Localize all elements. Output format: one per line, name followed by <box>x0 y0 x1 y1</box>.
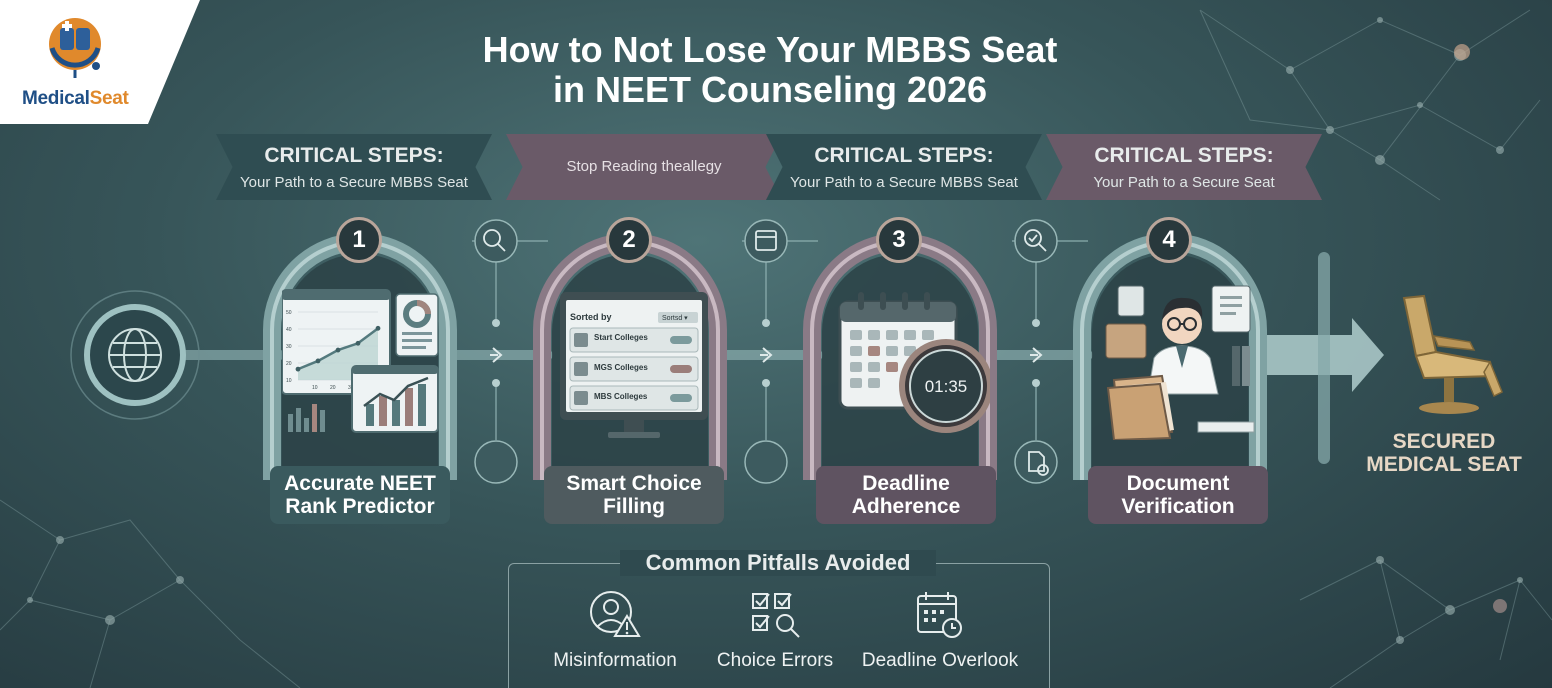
chart-y-tick: 10 <box>286 378 292 384</box>
step-number-3: 3 <box>876 217 922 263</box>
label-line: Verification <box>1121 495 1235 518</box>
banner-step-1: CRITICAL STEPS: Your Path to a Secure MB… <box>216 134 492 200</box>
sort-label: Sorted by <box>570 312 612 322</box>
calendar-clock-icon: 01:35 <box>838 292 990 433</box>
pitfall-label: Deadline Overlook <box>861 650 1019 671</box>
chart-dashboard-icon: 504030201010203040 <box>282 289 439 433</box>
step-number-1: 1 <box>336 217 382 263</box>
college-row-label: Start Colleges <box>594 333 648 342</box>
pitfalls-title: Common Pitfalls Avoided <box>620 550 936 576</box>
chart-y-tick: 50 <box>286 310 292 316</box>
monitor-list-icon: Sorted by Sortsd ▾ Start Colleges MGS Co… <box>560 292 708 438</box>
chart-x-tick: 10 <box>312 385 318 391</box>
banner-subtitle: Stop Reading theallegy <box>566 158 722 175</box>
label-line: Filling <box>603 495 665 518</box>
chart-y-tick: 40 <box>286 327 292 333</box>
college-row-label: MGS Colleges <box>594 363 648 372</box>
pitfall-misinformation: Misinformation <box>535 590 695 672</box>
chart-y-tick: 30 <box>286 344 292 350</box>
chart-point <box>295 366 301 372</box>
secured-seat-label: SECURED MEDICAL SEAT <box>1364 430 1524 476</box>
step-number-2: 2 <box>606 217 652 263</box>
title-line-1: How to Not Lose Your MBBS Seat <box>482 29 1058 70</box>
secured-line: SECURED <box>1392 430 1496 453</box>
chart-y-tick: 20 <box>286 361 292 367</box>
banner-subtitle: Your Path to a Secure MBBS Seat <box>790 174 1018 191</box>
banner-step-3: CRITICAL STEPS: Your Path to a Secure MB… <box>766 134 1042 200</box>
college-row[interactable]: MBS Colleges <box>569 385 699 411</box>
label-line: Document <box>1126 472 1230 495</box>
brand-name: MedicalSeat <box>22 88 129 109</box>
medical-chair-icon <box>1402 294 1503 414</box>
chart-x-tick: 30 <box>348 385 354 391</box>
pitfall-deadline-overlook: Deadline Overlook <box>860 590 1020 672</box>
banner-step-2: Stop Reading theallegy <box>506 134 782 200</box>
secured-line: MEDICAL SEAT <box>1366 453 1522 476</box>
label-line: Rank Predictor <box>285 495 435 518</box>
chart-x-tick: 20 <box>330 385 336 391</box>
chart-point <box>335 347 341 353</box>
label-line: Accurate NEET <box>284 472 436 495</box>
sort-button-label: Sortsd ▾ <box>662 315 688 322</box>
calendar-alert-icon <box>917 592 962 638</box>
banner-subtitle: Your Path to a Secure Seat <box>1093 174 1275 191</box>
college-row[interactable]: Start Colleges <box>569 327 699 353</box>
pitfall-label: Misinformation <box>553 650 677 671</box>
chart-point <box>355 340 361 346</box>
banner-heading: CRITICAL STEPS: <box>814 144 994 167</box>
page-title: How to Not Lose Your MBBS Seat in NEET C… <box>360 30 1180 110</box>
clock-time: 01:35 <box>925 377 968 396</box>
user-warning-icon <box>590 591 641 637</box>
medical-seat-logo-icon <box>49 18 101 78</box>
sort-button[interactable] <box>658 312 698 323</box>
label-line: Deadline <box>862 472 950 495</box>
step-number-4: 4 <box>1146 217 1192 263</box>
college-row[interactable]: MGS Colleges <box>569 356 699 382</box>
banner-step-4: CRITICAL STEPS: Your Path to a Secure Se… <box>1046 134 1322 200</box>
banner-heading: CRITICAL STEPS: <box>264 144 444 167</box>
title-line-2: in NEET Counseling 2026 <box>552 69 988 110</box>
chart-point <box>375 325 381 331</box>
doctor-documents-icon <box>1105 285 1255 440</box>
pitfall-label: Choice Errors <box>716 650 834 671</box>
banner-heading: CRITICAL STEPS: <box>1094 144 1274 167</box>
banner-subtitle: Your Path to a Secure MBBS Seat <box>240 174 468 191</box>
college-row-label: MBS Colleges <box>594 392 648 401</box>
label-line: Adherence <box>851 495 961 518</box>
pitfall-choice-errors: Choice Errors <box>695 590 855 672</box>
label-line: Smart Choice <box>566 472 702 495</box>
checklist-search-icon <box>752 593 800 638</box>
chart-point <box>315 358 321 364</box>
